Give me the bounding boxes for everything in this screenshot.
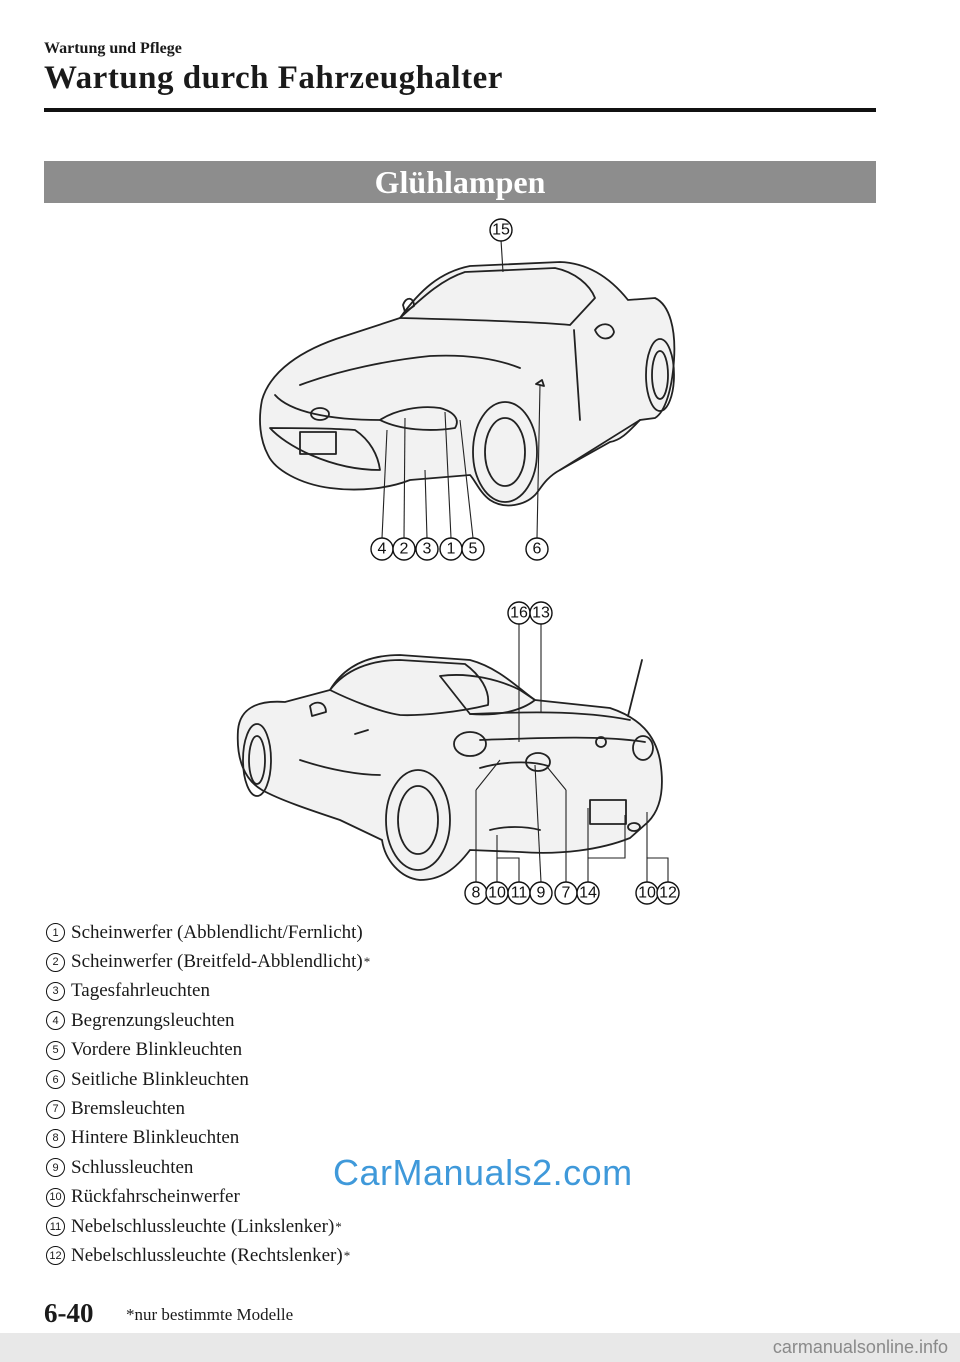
legend-item: 8 Hintere Blinkleuchten	[46, 1124, 746, 1153]
legend-text: Scheinwerfer (Abblendlicht/Fernlicht)	[71, 922, 363, 944]
legend-text: Nebelschlussleuchte (Linkslenker)	[71, 1216, 334, 1238]
legend-number: 7	[46, 1100, 65, 1119]
legend-item: 11 Nebelschlussleuchte (Linkslenker)*	[46, 1212, 746, 1241]
legend-text: Bremsleuchten	[71, 1098, 185, 1120]
svg-text:8: 8	[472, 885, 481, 902]
legend-number: 4	[46, 1011, 65, 1030]
legend-item: 5 Vordere Blinkleuchten	[46, 1036, 746, 1065]
legend-item: 7 Bremsleuchten	[46, 1094, 746, 1123]
legend-number: 10	[46, 1188, 65, 1207]
svg-text:16: 16	[510, 605, 528, 622]
footnote-star: *	[364, 954, 371, 970]
footnote: *nur bestimmte Modelle	[126, 1305, 293, 1325]
legend-item: 1 Scheinwerfer (Abblendlicht/Fernlicht)	[46, 918, 746, 947]
svg-text:14: 14	[579, 885, 597, 902]
site-watermark: carmanualsonline.info	[773, 1337, 948, 1358]
legend-number: 9	[46, 1158, 65, 1177]
svg-text:11: 11	[511, 885, 528, 902]
svg-text:6: 6	[533, 541, 542, 558]
legend-number: 12	[46, 1246, 65, 1265]
legend-item: 3 Tagesfahrleuchten	[46, 977, 746, 1006]
legend-text: Tagesfahrleuchten	[71, 980, 210, 1002]
svg-text:7: 7	[562, 885, 571, 902]
legend-text: Begrenzungsleuchten	[71, 1010, 235, 1032]
svg-text:2: 2	[400, 541, 409, 558]
legend-number: 11	[46, 1217, 65, 1236]
svg-text:5: 5	[469, 541, 478, 558]
legend-number: 1	[46, 923, 65, 942]
svg-text:3: 3	[423, 541, 432, 558]
svg-text:4: 4	[378, 541, 387, 558]
footnote-star: *	[344, 1248, 351, 1264]
legend-number: 2	[46, 953, 65, 972]
legend-item: 2 Scheinwerfer (Breitfeld-Abblendlicht)*	[46, 947, 746, 976]
svg-text:12: 12	[659, 885, 677, 902]
svg-text:9: 9	[537, 885, 546, 902]
page-number: 6-40	[44, 1298, 94, 1329]
legend-number: 8	[46, 1129, 65, 1148]
legend-text: Schlussleuchten	[71, 1157, 193, 1179]
svg-text:15: 15	[492, 222, 510, 239]
svg-text:10: 10	[488, 885, 506, 902]
legend-text: Vordere Blinkleuchten	[71, 1039, 242, 1061]
watermark: CarManuals2.com	[333, 1152, 633, 1194]
legend-number: 5	[46, 1041, 65, 1060]
footnote-star: *	[335, 1219, 342, 1235]
legend-text: Scheinwerfer (Breitfeld-Abblendlicht)	[71, 951, 363, 973]
legend-item: 12 Nebelschlussleuchte (Rechtslenker)*	[46, 1241, 746, 1270]
legend-number: 6	[46, 1070, 65, 1089]
legend-item: 4 Begrenzungsleuchten	[46, 1006, 746, 1035]
legend-text: Hintere Blinkleuchten	[71, 1127, 239, 1149]
rear-car-drawing	[238, 655, 662, 880]
front-car-drawing	[260, 262, 674, 505]
legend-text: Rückfahrscheinwerfer	[71, 1186, 240, 1208]
svg-text:13: 13	[532, 605, 550, 622]
svg-text:10: 10	[638, 885, 656, 902]
legend-text: Nebelschlussleuchte (Rechtslenker)	[71, 1245, 343, 1267]
legend-number: 3	[46, 982, 65, 1001]
legend-item: 6 Seitliche Blinkleuchten	[46, 1065, 746, 1094]
bulb-legend: 1 Scheinwerfer (Abblendlicht/Fernlicht) 2…	[46, 918, 746, 1271]
legend-text: Seitliche Blinkleuchten	[71, 1069, 249, 1091]
svg-text:1: 1	[447, 541, 456, 558]
